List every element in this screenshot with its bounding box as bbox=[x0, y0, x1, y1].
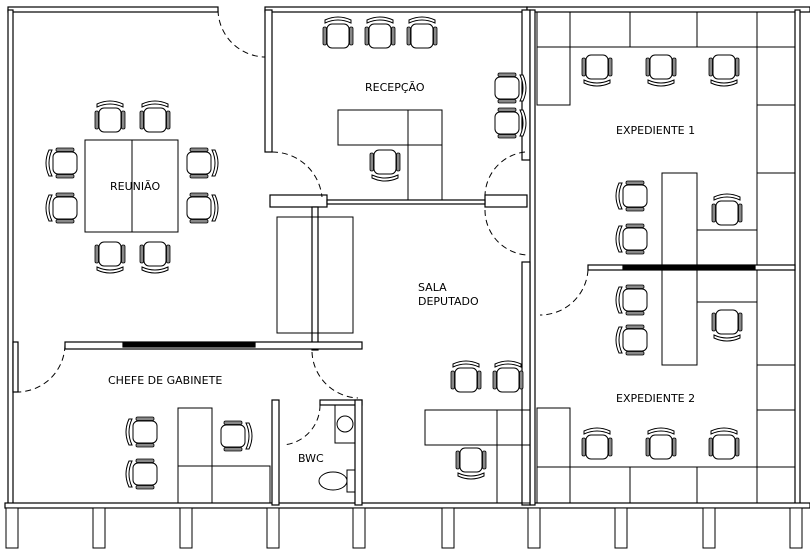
chair-icon bbox=[139, 100, 171, 133]
chair-icon bbox=[125, 416, 158, 448]
room-label-chefe-de-gabinete: CHEFE DE GABINETE bbox=[108, 374, 222, 387]
structural-column bbox=[5, 507, 19, 549]
chair-icon bbox=[708, 54, 740, 87]
room-label-bwc: BWC bbox=[298, 452, 324, 465]
structural-column bbox=[441, 507, 455, 549]
chair-icon bbox=[45, 192, 78, 224]
chair-icon bbox=[494, 107, 527, 139]
chair-icon bbox=[369, 149, 401, 182]
chair-icon bbox=[711, 309, 743, 342]
room-label-expediente-2: EXPEDIENTE 2 bbox=[616, 392, 695, 405]
chair-icon bbox=[450, 360, 482, 393]
chair-icon bbox=[492, 360, 524, 393]
chair-icon bbox=[406, 16, 438, 49]
door-swings bbox=[17, 9, 589, 446]
chair-icon bbox=[364, 16, 396, 49]
columns bbox=[5, 507, 803, 549]
chair-icon bbox=[615, 180, 648, 212]
room-label-sala-deputado-1: SALA bbox=[418, 281, 447, 294]
structural-column bbox=[614, 507, 628, 549]
structural-column bbox=[266, 507, 280, 549]
room-label-reuniao: REUNIÃO bbox=[110, 180, 160, 193]
structural-column bbox=[789, 507, 803, 549]
chair-icon bbox=[186, 147, 219, 179]
chairs bbox=[45, 16, 743, 490]
chair-icon bbox=[645, 54, 677, 87]
chair-icon bbox=[581, 54, 613, 87]
chair-icon bbox=[322, 16, 354, 49]
chair-icon bbox=[186, 192, 219, 224]
room-label-recepcao: RECEPÇÃO bbox=[365, 81, 425, 94]
structural-column bbox=[527, 507, 541, 549]
structural-column bbox=[702, 507, 716, 549]
chair-icon bbox=[711, 193, 743, 226]
chair-icon bbox=[94, 100, 126, 133]
chair-icon bbox=[615, 284, 648, 316]
chair-icon bbox=[645, 427, 677, 460]
chair-icon bbox=[455, 447, 487, 480]
chair-icon bbox=[615, 324, 648, 356]
chair-icon bbox=[139, 241, 171, 274]
room-label-expediente-1: EXPEDIENTE 1 bbox=[616, 124, 695, 137]
furniture bbox=[84, 11, 796, 504]
structural-column bbox=[179, 507, 193, 549]
chair-icon bbox=[708, 427, 740, 460]
chair-icon bbox=[581, 427, 613, 460]
room-label-sala-deputado-2: DEPUTADO bbox=[418, 295, 479, 308]
structural-column bbox=[92, 507, 106, 549]
walls bbox=[4, 6, 810, 509]
chair-icon bbox=[125, 458, 158, 490]
chair-icon bbox=[45, 147, 78, 179]
structural-column bbox=[352, 507, 366, 549]
chair-icon bbox=[220, 420, 253, 452]
chair-icon bbox=[94, 241, 126, 274]
chair-icon bbox=[615, 223, 648, 255]
chair-icon bbox=[494, 72, 527, 104]
